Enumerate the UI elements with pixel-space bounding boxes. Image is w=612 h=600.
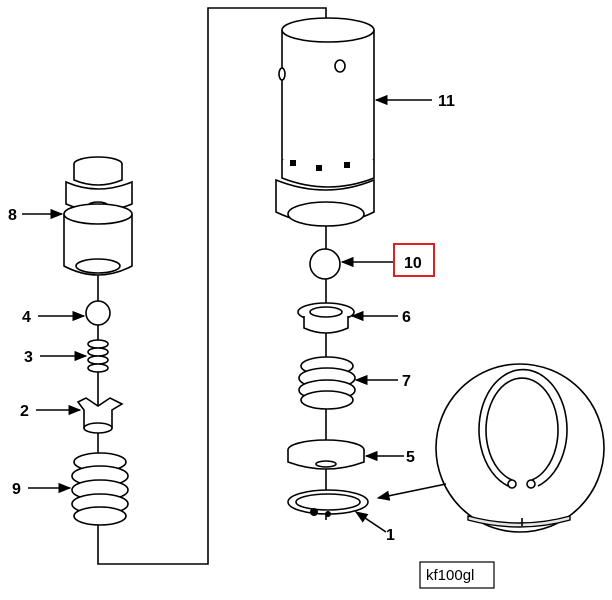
label-6: 6 <box>402 309 411 326</box>
highlight-box-10 <box>393 243 435 277</box>
figure-id: kf100gl <box>426 567 474 584</box>
part-2-guide <box>76 397 124 434</box>
label-2: 2 <box>20 403 29 420</box>
label-1: 1 <box>386 527 395 544</box>
part-4-ball <box>85 300 111 326</box>
figure-id-box <box>419 561 495 589</box>
part-10-ball <box>309 248 341 280</box>
detail-pointer-line <box>376 483 447 501</box>
part-11-housing <box>275 17 375 227</box>
label-11: 11 <box>438 93 455 110</box>
label-5: 5 <box>406 449 415 466</box>
part-8-body <box>63 156 133 276</box>
label-8: 8 <box>8 207 17 224</box>
part-5-washer <box>287 439 365 470</box>
label-4: 4 <box>22 309 31 326</box>
part-7-spring <box>298 356 356 410</box>
leader-1 <box>354 511 387 533</box>
assembly-connector-line <box>97 7 327 565</box>
label-9: 9 <box>12 481 21 498</box>
part-9-spring <box>71 452 129 526</box>
label-3: 3 <box>24 349 33 366</box>
label-7: 7 <box>402 373 411 390</box>
detail-view-magnified-ring <box>435 363 605 533</box>
part-3-small-spring <box>87 339 109 373</box>
part-6-seat <box>297 302 355 334</box>
label-10: 10 <box>404 255 422 272</box>
part-1-retaining-ring <box>287 489 369 517</box>
